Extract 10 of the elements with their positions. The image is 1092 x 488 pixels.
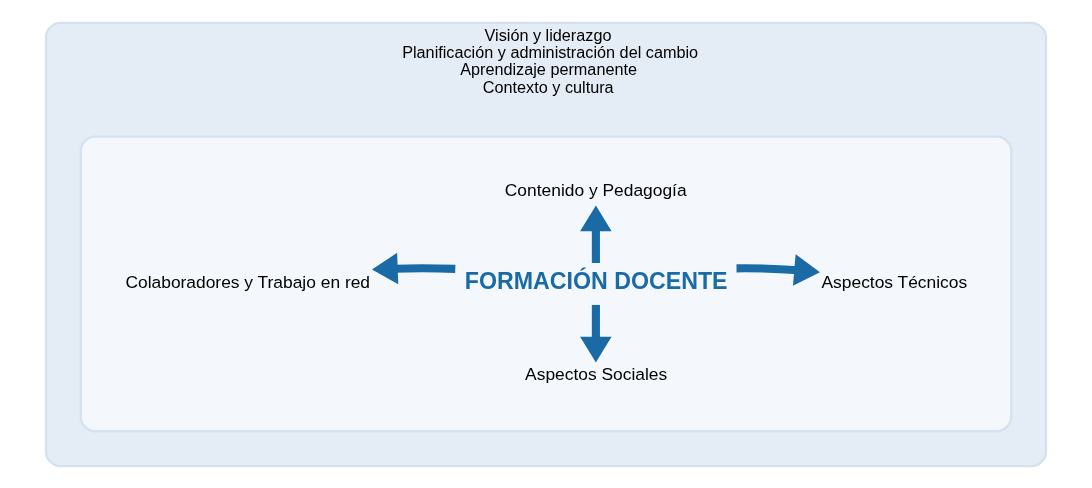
cluster bbox=[79, 134, 1013, 432]
arrow bbox=[580, 304, 612, 362]
arrow bbox=[736, 253, 820, 286]
node-text: FORMACIÓN DOCENTE bbox=[464, 267, 728, 294]
arrow bbox=[371, 252, 456, 284]
arrow bbox=[580, 205, 612, 263]
node-text: Aspectos Sociales bbox=[525, 363, 668, 384]
node-text: Contenido y Pedagogía bbox=[504, 179, 687, 200]
node-text: Aspectos Técnicos bbox=[821, 271, 968, 292]
node-text: Colaboradores y Trabajo en red bbox=[125, 271, 371, 292]
